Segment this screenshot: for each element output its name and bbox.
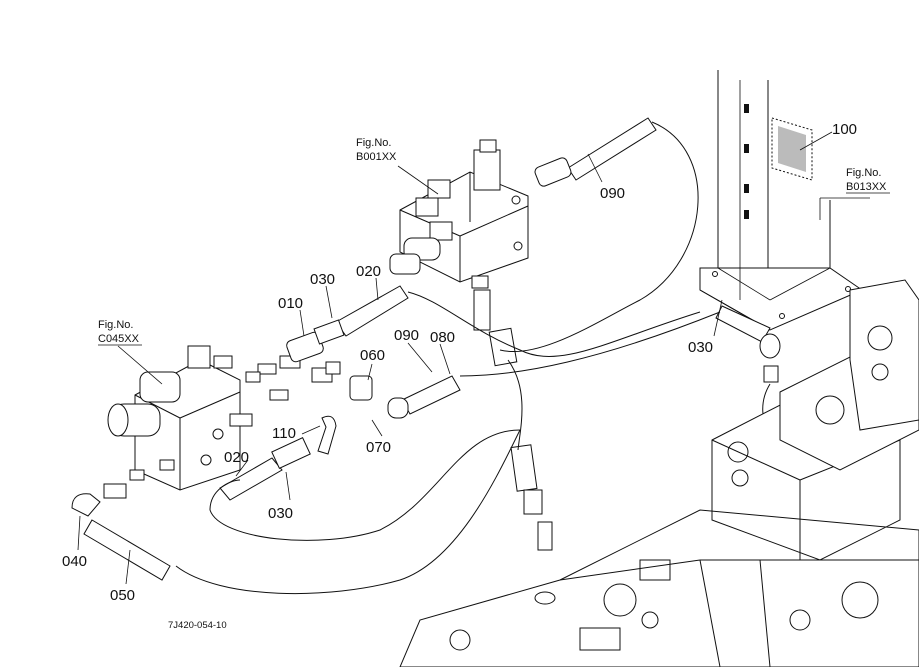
callout-030-right: 030 (688, 339, 713, 356)
fig-ref-c045-line2: C045XX (98, 333, 140, 345)
hoses (71, 117, 781, 605)
callout-090-mid: 090 (394, 327, 419, 344)
fig-ref-b001: Fig.No. B001XX (356, 137, 397, 163)
tractor-body (399, 279, 919, 668)
fig-ref-b013: Fig.No. B013XX (846, 167, 890, 194)
callout-020-low: 020 (224, 449, 249, 466)
leader-lines (77, 131, 870, 585)
callout-070: 070 (366, 439, 391, 456)
callout-030-low: 030 (268, 505, 293, 522)
fig-ref-b013-line2: B013XX (846, 181, 887, 193)
fig-ref-c045: Fig.No. C045XX (98, 319, 142, 346)
callout-030-top: 030 (310, 271, 335, 288)
diagram-code: 7J420-054-10 (168, 620, 227, 631)
fig-ref-b013-line1: Fig.No. (846, 167, 881, 179)
fig-ref-b001-line1: Fig.No. (356, 137, 391, 149)
solenoid-valve (103, 345, 341, 499)
fig-ref-c045-line1: Fig.No. (98, 319, 133, 331)
callout-110: 110 (272, 425, 296, 442)
callout-050: 050 (110, 587, 135, 604)
pillar (699, 70, 864, 331)
callout-010: 010 (278, 295, 303, 312)
control-valve (389, 139, 529, 289)
callout-060: 060 (360, 347, 385, 364)
callout-020-top: 020 (356, 263, 381, 280)
callout-080: 080 (430, 329, 455, 346)
callout-090-top: 090 (600, 185, 625, 202)
callout-040: 040 (62, 553, 87, 570)
fig-ref-b001-line2: B001XX (356, 151, 397, 163)
callout-100: 100 (832, 121, 857, 138)
part-callouts: 100 090 030 020 010 090 080 060 030 110 … (62, 121, 857, 604)
